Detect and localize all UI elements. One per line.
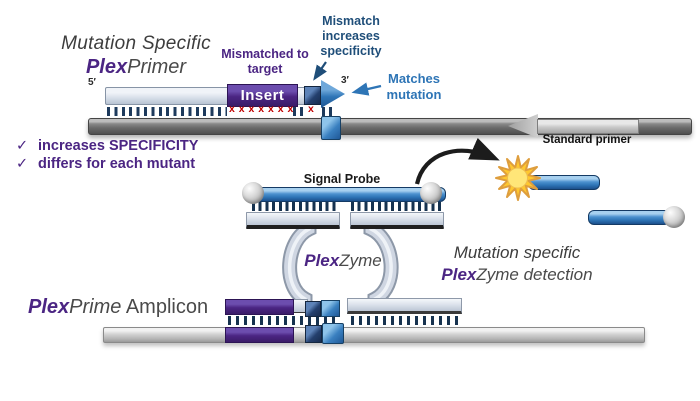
title-line2: PlexPrimer (40, 55, 232, 79)
amplicon-insert-block (225, 327, 294, 343)
standard-primer-label: Standard primer (542, 134, 632, 146)
mismatch-base-block (304, 86, 321, 105)
amplicon-navy-gem (305, 325, 322, 343)
primer-match-ticks-mid (293, 107, 305, 116)
insert-mismatch-marks: x x x x x x x (229, 103, 294, 115)
check-icon: ✓ (16, 156, 29, 172)
partzyme-arm-bottom-right (347, 298, 462, 314)
amplicon-top-blue-gem (321, 300, 340, 317)
quencher-sphere-right (420, 182, 442, 204)
amplicon-top-navy-gem (305, 301, 321, 317)
amplicon-top-insert-block (225, 299, 294, 315)
quencher-sphere-left (242, 182, 264, 204)
loop-right (363, 214, 399, 306)
plexzyme-label: PlexZyme (300, 251, 386, 271)
check-icon: ✓ (16, 138, 29, 154)
matches-mutation-label: Matches mutation (386, 71, 442, 102)
detection-caption: Mutation specific PlexZyme detection (432, 242, 602, 286)
plexzyme-brand: Plex (304, 251, 340, 270)
anchor-mismatch-mark: x (308, 103, 315, 115)
benefit-item-2: ✓ differs for each mutant (16, 156, 195, 172)
primer-match-ticks (107, 107, 227, 116)
amplicon-brand: Plex (28, 296, 70, 318)
five-prime-label: 5′ (88, 77, 96, 88)
mutation-site-gem (321, 116, 341, 140)
detection-brand: Plex (441, 265, 477, 284)
title-rest: Primer (127, 56, 187, 78)
plexzyme-rest: Zyme (339, 251, 382, 270)
loop-left (282, 214, 317, 306)
amplicon-mid: Prime (69, 296, 122, 318)
mismatched-to-target-label: Mismatched to target (221, 47, 309, 76)
signal-probe-label: Signal Probe (303, 172, 381, 186)
cleaved-quencher-rod (588, 210, 670, 225)
quencher-sphere-released (663, 206, 685, 228)
detection-line2: PlexZyme detection (432, 264, 602, 286)
probe-ticks-right (351, 202, 441, 211)
primer-match-ticks-right (322, 107, 334, 116)
standard-primer-bar (537, 119, 639, 134)
insert-block: Insert (227, 84, 298, 107)
title-brand: Plex (85, 56, 128, 78)
amplicon-ticks-left (228, 316, 338, 325)
amplicon-ticks-right (351, 316, 459, 325)
mismatch-increases-label: Mismatch increases specificity (320, 14, 382, 58)
detection-line1: Mutation specific (453, 243, 581, 262)
amplicon-label: PlexPrime Amplicon (28, 296, 208, 319)
probe-ticks-left (252, 202, 339, 211)
benefit-text-1: increases SPECIFICITY (38, 138, 199, 154)
benefit-item-1: ✓ increases SPECIFICITY (16, 138, 198, 154)
amplicon-strand (103, 327, 645, 343)
diagram-title: Mutation Specific PlexPrimer (40, 33, 232, 79)
cleaved-fluorophore-rod (528, 175, 600, 190)
benefit-text-2: differs for each mutant (38, 156, 196, 172)
detection-rest: Zyme detection (476, 265, 593, 284)
amplicon-rest: Amplicon (121, 296, 209, 318)
partzyme-arm-top-right (350, 212, 444, 229)
three-prime-label: 3′ (341, 75, 349, 86)
signal-probe-bar (248, 187, 446, 202)
amplicon-mutation-gem (322, 323, 344, 344)
partzyme-arm-top-left (246, 212, 340, 229)
title-line1: Mutation Specific (61, 33, 211, 54)
